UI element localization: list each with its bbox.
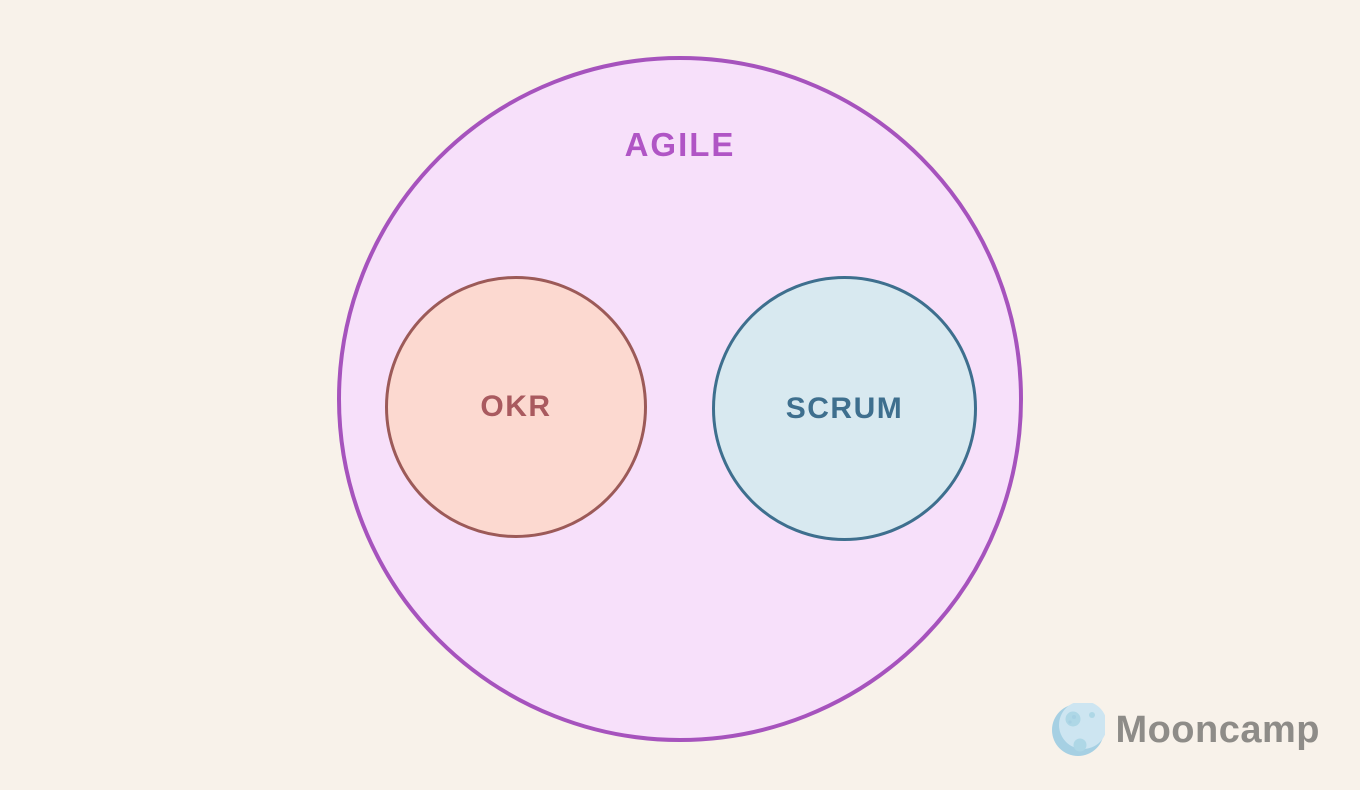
scrum-circle: SCRUM	[712, 276, 977, 541]
brand-logo: Mooncamp	[1051, 703, 1320, 757]
brand-name: Mooncamp	[1115, 708, 1320, 751]
agile-label: AGILE	[624, 126, 736, 163]
moon-icon	[1052, 703, 1106, 756]
scrum-label: SCRUM	[785, 391, 904, 425]
okr-circle: OKR	[385, 276, 647, 538]
okr-label: OKR	[480, 390, 552, 423]
